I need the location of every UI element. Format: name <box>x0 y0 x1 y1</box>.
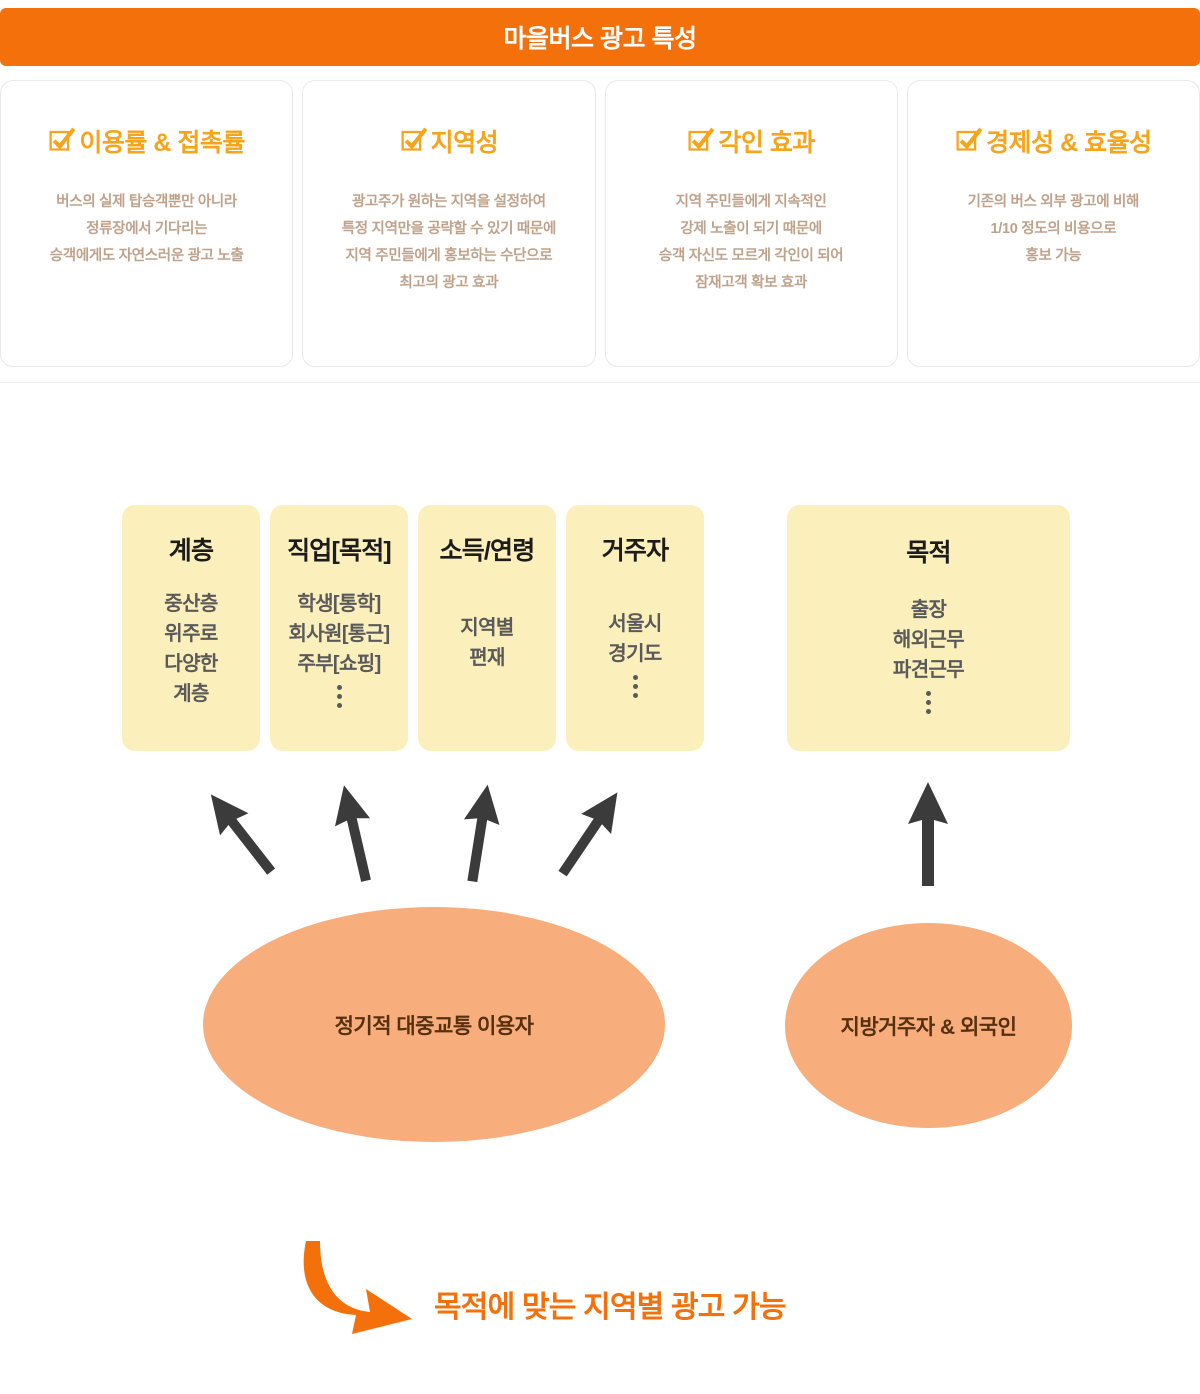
segment-box-title: 계층 <box>168 537 214 565</box>
segment-box-title: 거주자 <box>601 537 669 565</box>
segment-box-line: 위주로 <box>164 623 218 645</box>
feature-card-body-line: 광고주가 원하는 지역을 설정하여 <box>352 194 546 210</box>
segment-box-resident: 거주자 서울시 경기도 <box>566 505 704 751</box>
feature-card-imprint-effect: 각인 효과 지역 주민들에게 지속적인 강제 노출이 되기 때문에 승객 자신도… <box>604 80 898 367</box>
segment-box-lines: 학생[통학] 회사원[통근] 주부[쇼핑] <box>288 589 390 708</box>
page-title: 마을버스 광고 특성 <box>503 25 697 53</box>
audience-ellipse-label: 지방거주자 & 외국인 <box>840 1015 1017 1039</box>
feature-card-header: 이용률 & 접촉률 <box>48 123 245 159</box>
feature-card-header: 지역성 <box>400 123 499 159</box>
segment-box-title: 직업[목적] <box>287 537 392 565</box>
feature-card-title: 경제성 & 효율성 <box>986 129 1152 157</box>
conclusion-text: 목적에 맞는 지역별 광고 가능 <box>434 1291 787 1324</box>
section-divider <box>0 382 1200 383</box>
segment-box-lines: 출장 해외근무 파견근무 <box>892 595 965 714</box>
segment-box-title: 소득/연령 <box>439 537 536 565</box>
segment-box-title: 목적 <box>906 539 951 567</box>
checkbox-check-icon <box>956 127 983 151</box>
segment-box-occupation: 직업[목적] 학생[통학] 회사원[통근] 주부[쇼핑] <box>270 505 408 751</box>
feature-card-body-line: 홍보 가능 <box>1025 248 1082 264</box>
segment-box-line: 학생[통학] <box>297 593 381 615</box>
checkbox-check-icon <box>49 127 76 151</box>
segment-box-line: 편재 <box>469 647 505 669</box>
curved-arrow-icon <box>303 1241 412 1334</box>
vertical-ellipsis-icon <box>288 679 389 708</box>
feature-card-locality: 지역성 광고주가 원하는 지역을 설정하여 특정 지역만을 공략할 수 있기 때… <box>302 80 596 367</box>
segment-box-purpose: 목적 출장 해외근무 파견근무 <box>787 505 1070 751</box>
feature-card-body-line: 버스의 실제 탑승객뿐만 아니라 <box>56 194 237 210</box>
feature-card-body-line: 지역 주민들에게 홍보하는 수단으로 <box>345 248 553 264</box>
checkbox-check-icon <box>688 127 715 151</box>
audience-ellipse-regional-residents-foreigners: 지방거주자 & 외국인 <box>785 923 1072 1128</box>
feature-card-title: 이용률 & 접촉률 <box>79 129 245 157</box>
feature-cards-row: 이용률 & 접촉률 버스의 실제 탑승객뿐만 아니라 정류장에서 기다리는 승객… <box>0 80 1200 367</box>
segment-box-line: 지역별 <box>460 617 514 639</box>
feature-card-body-line: 기존의 버스 외부 광고에 비해 <box>967 194 1140 210</box>
segment-box-line: 파견근무 <box>892 659 965 681</box>
vertical-ellipsis-icon <box>608 669 661 698</box>
feature-card-usage-contact: 이용률 & 접촉률 버스의 실제 탑승객뿐만 아니라 정류장에서 기다리는 승객… <box>0 80 294 367</box>
feature-card-body: 지역 주민들에게 지속적인 강제 노출이 되기 때문에 승객 자신도 모르게 각… <box>658 189 844 297</box>
audience-ellipse-regular-transit-users: 정기적 대중교통 이용자 <box>203 907 665 1142</box>
segment-box-class: 계층 중산층 위주로 다양한 계층 <box>122 505 260 751</box>
segment-box-line: 회사원[통근] <box>288 623 390 645</box>
feature-card-header: 경제성 & 효율성 <box>955 123 1152 159</box>
feature-card-economy-efficiency: 경제성 & 효율성 기존의 버스 외부 광고에 비해 1/10 정도의 비용으로… <box>906 80 1200 367</box>
feature-card-body-line: 강제 노출이 되기 때문에 <box>680 221 822 237</box>
feature-card-title: 각인 효과 <box>718 129 815 157</box>
upward-arrow-slight-left-tilt <box>334 785 371 882</box>
feature-card-title: 지역성 <box>430 129 499 157</box>
feature-card-body-line: 정류장에서 기다리는 <box>86 221 208 237</box>
vertical-ellipsis-icon <box>893 685 964 714</box>
upward-arrow-left-tilt <box>210 794 276 875</box>
upward-arrow-vertical <box>908 782 948 886</box>
upward-arrow-slight-right-tilt <box>463 784 500 883</box>
feature-card-body-line: 승객 자신도 모르게 각인이 되어 <box>658 248 844 264</box>
checkbox-check-icon <box>401 127 427 151</box>
feature-card-header: 각인 효과 <box>687 123 815 159</box>
segment-box-line: 출장 <box>910 599 947 621</box>
segment-box-line: 계층 <box>173 683 209 705</box>
segment-box-line: 경기도 <box>608 643 662 665</box>
segment-box-income-age: 소득/연령 지역별 편재 <box>418 505 556 751</box>
feature-card-body: 버스의 실제 탑승객뿐만 아니라 정류장에서 기다리는 승객에게도 자연스러운 … <box>50 189 244 270</box>
upward-arrow-right-tilt <box>558 792 618 877</box>
segment-box-lines: 지역별 편재 <box>460 613 514 673</box>
feature-card-body-line: 특정 지역만을 공략할 수 있기 때문에 <box>341 221 557 237</box>
feature-card-body-line: 지역 주민들에게 지속적인 <box>675 194 827 210</box>
feature-card-body-line: 승객에게도 자연스러운 광고 노출 <box>49 248 244 264</box>
audience-ellipse-label: 정기적 대중교통 이용자 <box>334 1014 534 1038</box>
segment-box-line: 다양한 <box>164 653 218 675</box>
segment-box-line: 서울시 <box>608 613 662 635</box>
feature-card-body: 기존의 버스 외부 광고에 비해 1/10 정도의 비용으로 홍보 가능 <box>967 189 1140 270</box>
segment-box-line: 해외근무 <box>892 629 965 651</box>
conclusion-block: 목적에 맞는 지역별 광고 가능 <box>300 1228 900 1338</box>
segment-box-line: 주부[쇼핑] <box>297 653 381 675</box>
segment-box-lines: 서울시 경기도 <box>608 609 662 698</box>
feature-card-body-line: 잠재고객 확보 효과 <box>695 275 808 291</box>
feature-card-body: 광고주가 원하는 지역을 설정하여 특정 지역만을 공략할 수 있기 때문에 지… <box>341 189 557 297</box>
segment-box-lines: 중산층 위주로 다양한 계층 <box>164 589 218 709</box>
page-header-banner: 마을버스 광고 특성 <box>0 8 1200 66</box>
feature-card-body-line: 1/10 정도의 비용으로 <box>990 221 1117 237</box>
feature-card-body-line: 최고의 광고 효과 <box>399 275 499 291</box>
segment-box-line: 중산층 <box>164 593 218 615</box>
